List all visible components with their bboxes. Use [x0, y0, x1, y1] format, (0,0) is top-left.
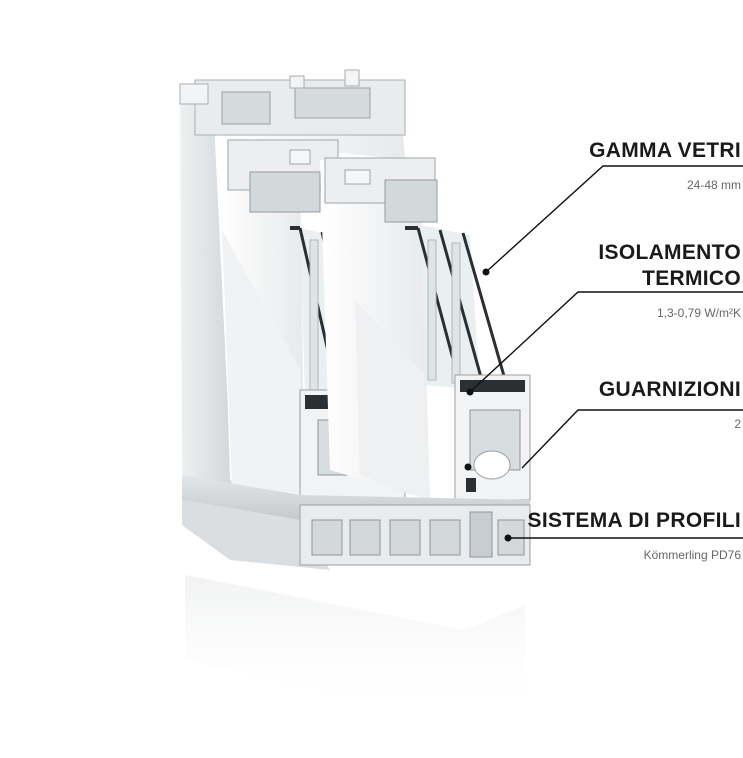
feature-value: Kömmerling PD76 — [643, 548, 741, 562]
feature-isolamento-termico: ISOLAMENTO TERMICO 1,3-0,79 W/m²K — [598, 240, 741, 320]
callout-dot-gamma-vetri — [482, 268, 490, 276]
feature-title: GAMMA VETRI — [589, 139, 741, 162]
top-profile-section — [179, 69, 406, 136]
callout-gamma-vetri — [485, 165, 743, 273]
right-glazing — [405, 225, 510, 391]
left-sash-diagonal — [222, 230, 300, 520]
right-sash-top-section — [324, 157, 438, 223]
callout-dot-guarnizioni — [464, 463, 472, 471]
feature-sistema-di-profili: SISTEMA DI PROFILI Kömmerling PD76 — [528, 508, 741, 562]
callout-dot-isolamento — [466, 388, 474, 396]
feature-value: 24-48 mm — [686, 178, 741, 192]
feature-guarnizioni: GUARNIZIONI 2 — [599, 377, 741, 431]
bottom-sill-section — [299, 504, 531, 566]
callout-isolamento — [469, 291, 743, 393]
callout-lines — [469, 165, 743, 539]
feature-title: GUARNIZIONI — [598, 378, 741, 401]
outer-frame-side — [180, 80, 232, 490]
feature-value: 2 — [734, 417, 741, 431]
bottom-sill-face — [182, 500, 330, 570]
callout-dots — [464, 268, 512, 542]
feature-value: 1,3-0,79 W/m²K — [656, 306, 741, 320]
callout-dot-sistema-profili — [504, 534, 512, 542]
left-sash-top-section — [227, 139, 339, 213]
feature-gamma-vetri: GAMMA VETRI 24-48 mm — [589, 138, 741, 192]
callout-guarnizioni — [521, 409, 743, 469]
feature-title: ISOLAMENTO TERMICO — [598, 241, 741, 290]
right-sash-diagonal — [355, 300, 430, 500]
feature-title: SISTEMA DI PROFILI — [527, 509, 741, 532]
floor-reflection — [185, 575, 525, 720]
right-sash-bottom-section — [454, 374, 531, 501]
